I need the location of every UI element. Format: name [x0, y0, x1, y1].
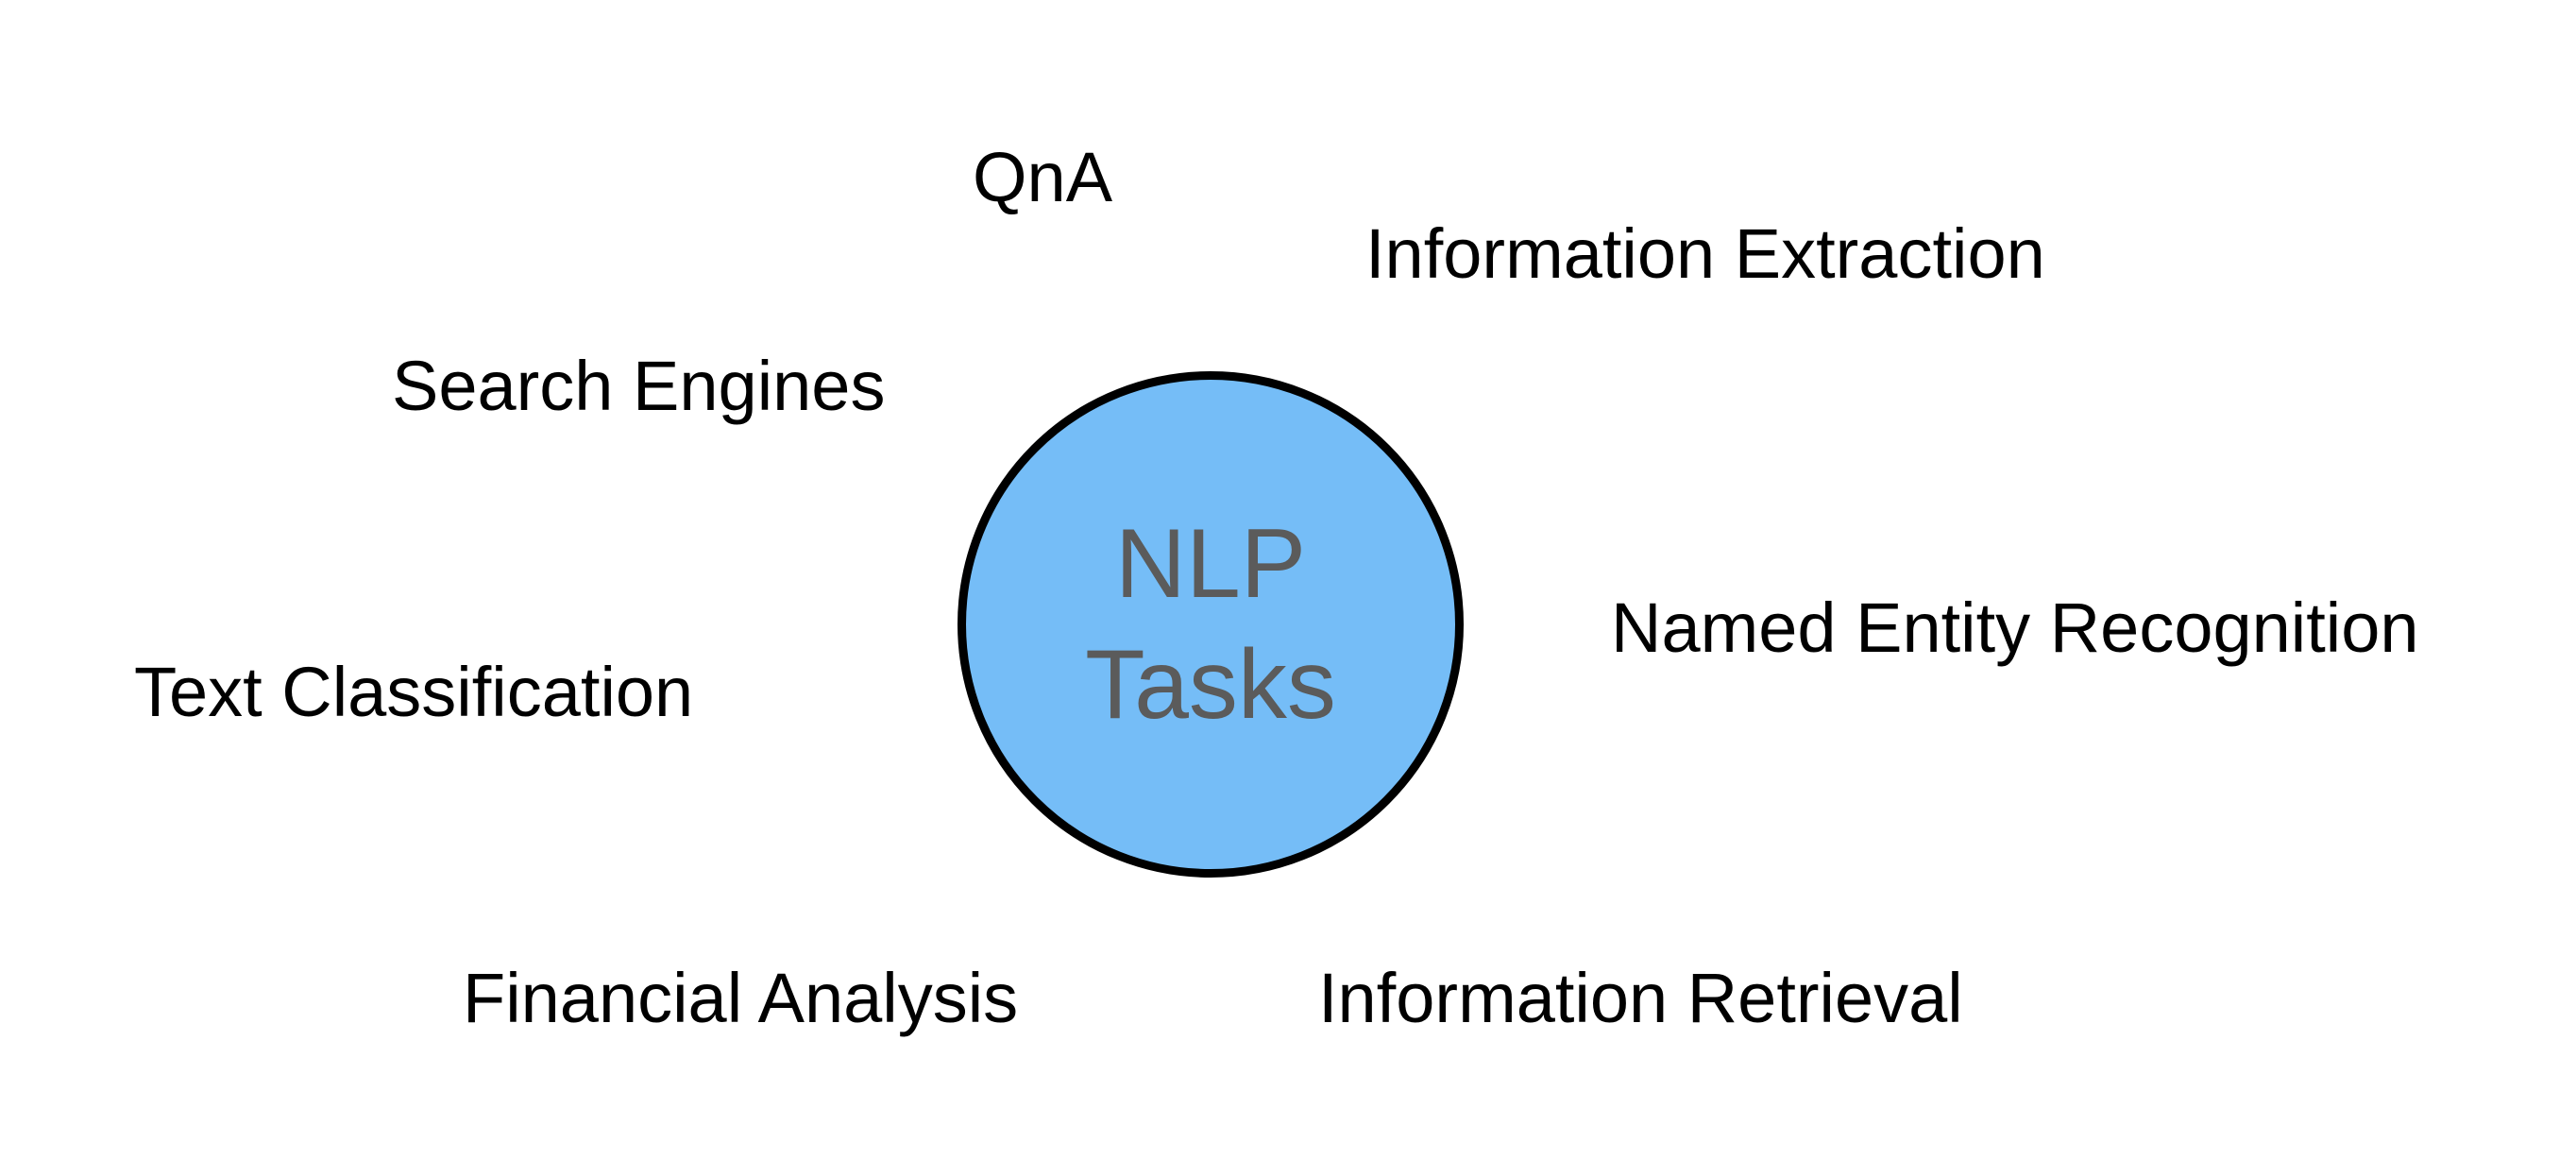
center-title-line-1: NLP — [1114, 509, 1307, 619]
task-label-search-engines: Search Engines — [392, 347, 886, 425]
task-label-information-retrieval: Information Retrieval — [1318, 959, 1963, 1037]
task-label-information-extraction: Information Extraction — [1365, 214, 2045, 293]
task-label-text-classification: Text Classification — [134, 653, 694, 731]
nlp-tasks-circle: NLP Tasks — [958, 371, 1464, 878]
task-label-financial-analysis: Financial Analysis — [463, 959, 1019, 1037]
task-label-qna: QnA — [973, 138, 1113, 216]
task-label-named-entity-recognition: Named Entity Recognition — [1611, 589, 2419, 667]
center-title-line-2: Tasks — [1085, 630, 1336, 740]
